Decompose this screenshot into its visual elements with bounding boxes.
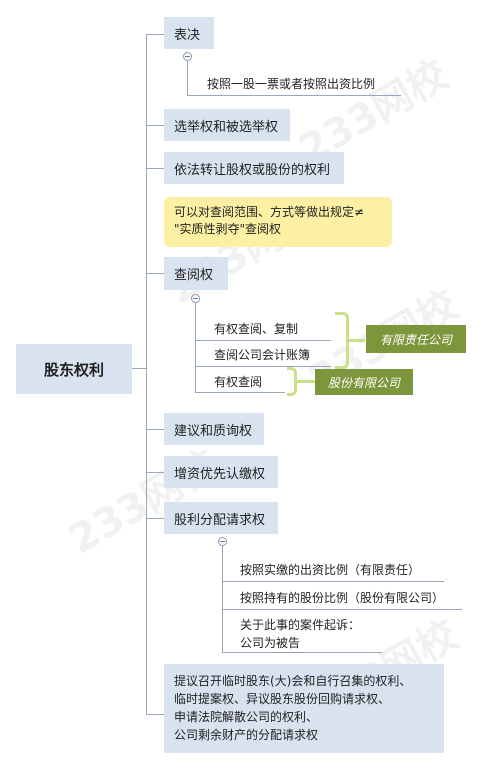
branch-elect-label: 选举权和被选举权 bbox=[174, 119, 279, 135]
branch-connector bbox=[146, 429, 164, 430]
inspect-child-connector bbox=[195, 340, 207, 341]
branch-other-rights[interactable]: 提议召开临时股东(大)会和自行召集的权利、 临时提案权、异议股东股份回购请求权、… bbox=[164, 664, 444, 753]
branch-vote-label: 表决 bbox=[174, 27, 201, 43]
inspect-child-view: 有权查阅 bbox=[214, 375, 263, 389]
branch-connector bbox=[146, 168, 164, 169]
inspect-note-callout: 可以对查阅范围、方式等做出规定≠ "实质性剥夺"查阅权 bbox=[164, 197, 392, 247]
collapse-toggle-inspect[interactable] bbox=[191, 294, 200, 303]
dividend-child-connector bbox=[222, 652, 234, 653]
collapse-toggle-dividend[interactable] bbox=[218, 537, 227, 546]
dividend-child-jsc: 按照持有的股份比例（股份有限公司） bbox=[240, 591, 445, 605]
branch-transfer-label: 依法转让股权或股份的权利 bbox=[174, 162, 331, 178]
other-rights-line: 申请法院解散公司的权利、 bbox=[174, 710, 319, 724]
trunk-connector bbox=[132, 368, 146, 369]
branch-elect[interactable]: 选举权和被选举权 bbox=[164, 109, 290, 141]
jsc-tag-label: 股份有限公司 bbox=[327, 375, 400, 390]
vote-child-underline bbox=[187, 95, 401, 96]
branch-connector bbox=[146, 34, 164, 35]
branch-inspect-label: 查阅权 bbox=[174, 268, 214, 283]
dividend-child-underline bbox=[234, 581, 444, 582]
branch-vote[interactable]: 表决 bbox=[164, 17, 214, 49]
other-rights-line: 临时提案权、异议股东股份回购请求权、 bbox=[174, 692, 391, 706]
dividend-child-underline bbox=[234, 609, 462, 610]
branch-subscribe[interactable]: 增资优先认缴权 bbox=[164, 456, 278, 488]
branch-suggest[interactable]: 建议和质询权 bbox=[164, 413, 264, 445]
vote-child-connector bbox=[187, 61, 188, 95]
inspect-note-line2: "实质性剥夺"查阅权 bbox=[174, 222, 282, 236]
watermark: 233网校 bbox=[61, 441, 227, 564]
dividend-child-underline bbox=[234, 652, 382, 653]
root-label: 股东权利 bbox=[43, 360, 104, 379]
other-rights-line: 公司剩余财产的分配请求权 bbox=[174, 728, 319, 742]
inspect-note-line1: 可以对查阅范围、方式等做出规定≠ bbox=[174, 205, 365, 219]
dividend-child-spine bbox=[222, 546, 223, 652]
branch-connector bbox=[146, 518, 164, 519]
jsc-tag: 股份有限公司 bbox=[315, 369, 413, 395]
vote-child-text: 按照一股一票或者按照出资比例 bbox=[207, 77, 376, 91]
llc-brace-tip bbox=[349, 339, 365, 342]
branch-inspect[interactable]: 查阅权 bbox=[164, 257, 228, 290]
branch-connector bbox=[146, 472, 164, 473]
llc-brace bbox=[335, 312, 349, 369]
inspect-child-accounts: 查阅公司会计账簿 bbox=[214, 348, 311, 362]
branch-transfer[interactable]: 依法转让股权或股份的权利 bbox=[164, 152, 344, 184]
jsc-brace bbox=[287, 367, 297, 396]
dividend-child-connector bbox=[222, 609, 234, 610]
inspect-child-spine bbox=[195, 303, 196, 393]
dividend-lawsuit-line2: 公司为被告 bbox=[240, 636, 301, 650]
branch-subscribe-label: 增资优先认缴权 bbox=[174, 466, 266, 482]
branch-connector bbox=[146, 273, 164, 274]
branch-dividend[interactable]: 股利分配请求权 bbox=[164, 502, 278, 534]
inspect-child-underline bbox=[207, 392, 285, 393]
dividend-child-connector bbox=[222, 581, 234, 582]
root-node[interactable]: 股东权利 bbox=[16, 344, 132, 394]
inspect-child-underline bbox=[207, 366, 331, 367]
branch-connector bbox=[146, 125, 164, 126]
collapse-toggle-vote[interactable] bbox=[183, 52, 192, 61]
llc-tag: 有限责任公司 bbox=[366, 325, 466, 353]
inspect-child-connector bbox=[195, 366, 207, 367]
other-rights-line: 提议召开临时股东(大)会和自行召集的权利、 bbox=[174, 674, 412, 688]
inspect-child-connector bbox=[195, 392, 207, 393]
dividend-lawsuit-line1: 关于此事的案件起诉： bbox=[240, 618, 361, 632]
inspect-child-underline bbox=[207, 340, 331, 341]
trunk-spine bbox=[146, 34, 147, 714]
jsc-brace-tip bbox=[297, 380, 315, 383]
dividend-child-llc: 按照实缴的出资比例（有限责任） bbox=[240, 563, 421, 577]
llc-tag-label: 有限责任公司 bbox=[379, 332, 452, 347]
branch-suggest-label: 建议和质询权 bbox=[174, 423, 253, 439]
branch-connector bbox=[146, 714, 164, 715]
inspect-child-copy: 有权查阅、复制 bbox=[214, 322, 299, 336]
branch-dividend-label: 股利分配请求权 bbox=[174, 512, 266, 528]
